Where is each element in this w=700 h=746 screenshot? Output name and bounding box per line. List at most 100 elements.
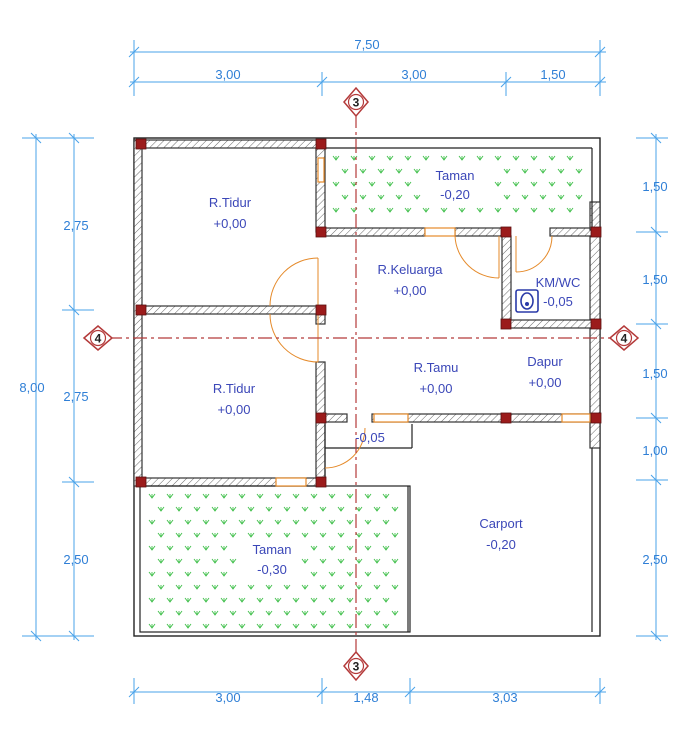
grass-symbol xyxy=(332,207,340,213)
grass-symbol xyxy=(368,181,376,187)
grass-symbol xyxy=(337,610,345,616)
room-name-kitchen: Dapur xyxy=(527,354,563,369)
grass-symbol xyxy=(148,623,156,629)
dimension-left: 8,00 2,75 2,75 2,50 xyxy=(19,132,94,642)
grass-symbol xyxy=(391,610,399,616)
grass-symbol xyxy=(310,571,318,577)
grass-symbol xyxy=(557,168,565,174)
grass-symbol xyxy=(539,168,547,174)
axis-label-left: 4 xyxy=(95,332,102,346)
grass-symbol xyxy=(386,207,394,213)
room-level-carport: -0,20 xyxy=(486,537,516,552)
grass-symbol xyxy=(530,207,538,213)
grass-symbol xyxy=(337,506,345,512)
room-name-family: R.Keluarga xyxy=(377,262,443,277)
room-level-bedroom-2: +0,00 xyxy=(218,402,251,417)
column-marker xyxy=(590,412,602,424)
grass-symbol xyxy=(247,532,255,538)
grass-symbol xyxy=(238,519,246,525)
axis-label-top: 3 xyxy=(353,96,360,110)
room-level-living: +0,00 xyxy=(420,381,453,396)
grass-symbol xyxy=(355,584,363,590)
grass-symbol xyxy=(521,194,529,200)
window-kitchen-bottom xyxy=(561,413,591,423)
grass-symbol xyxy=(292,623,300,629)
grass-symbol xyxy=(310,519,318,525)
grass-symbol xyxy=(175,558,183,564)
grass-symbol xyxy=(373,584,381,590)
grass-symbol xyxy=(220,571,228,577)
grass-symbol xyxy=(382,623,390,629)
grass-symbol xyxy=(175,532,183,538)
room-level-garden-top: -0,20 xyxy=(440,187,470,202)
grass-symbol xyxy=(283,584,291,590)
column-marker xyxy=(315,138,327,150)
grass-symbol xyxy=(404,181,412,187)
grass-symbol xyxy=(395,194,403,200)
dim-left-total: 8,00 xyxy=(19,380,44,395)
grass-symbol xyxy=(328,519,336,525)
grass-symbol xyxy=(274,519,282,525)
grass-symbol xyxy=(355,506,363,512)
grass-symbol xyxy=(373,558,381,564)
dimension-bottom: 3,00 1,48 3,03 xyxy=(128,678,606,705)
grass-symbol xyxy=(328,597,336,603)
dim-left-seg-3: 2,50 xyxy=(63,552,88,567)
wall-top-bedroom xyxy=(139,139,323,149)
grass-symbol xyxy=(377,168,385,174)
grass-symbol xyxy=(157,584,165,590)
grass-symbol xyxy=(247,506,255,512)
room-name-living: R.Tamu xyxy=(414,360,459,375)
grass-symbol xyxy=(202,493,210,499)
dim-right-seg-3: 1,50 xyxy=(642,366,667,381)
grass-symbol xyxy=(202,623,210,629)
room-name-bedroom-1: R.Tidur xyxy=(209,195,252,210)
grass-symbol xyxy=(319,506,327,512)
grass-symbol xyxy=(440,207,448,213)
windows xyxy=(275,157,591,487)
grass-symbol xyxy=(386,155,394,161)
grass-symbol xyxy=(274,597,282,603)
axis-label-bottom: 3 xyxy=(353,660,360,674)
grass-symbol xyxy=(238,623,246,629)
column-marker xyxy=(500,412,512,424)
dim-left-seg-1: 2,75 xyxy=(63,218,88,233)
grass-symbol xyxy=(310,623,318,629)
axis-marker-bottom: 3 xyxy=(343,650,369,682)
column-marker xyxy=(315,226,327,238)
grass-symbol xyxy=(364,571,372,577)
grass-symbol xyxy=(310,493,318,499)
grass-symbol xyxy=(512,155,520,161)
grass-symbol xyxy=(382,571,390,577)
grass-symbol xyxy=(265,532,273,538)
grass-symbol xyxy=(346,493,354,499)
grass-symbol xyxy=(391,558,399,564)
dim-right-seg-2: 1,50 xyxy=(642,272,667,287)
grass-symbol xyxy=(319,610,327,616)
grass-symbol xyxy=(184,493,192,499)
column-marker xyxy=(315,412,327,424)
wall-wc-left xyxy=(501,235,512,327)
door-entry xyxy=(324,427,366,469)
window-living-top xyxy=(424,227,456,237)
dim-left-seg-2: 2,75 xyxy=(63,389,88,404)
grass-symbol xyxy=(530,181,538,187)
grass-symbol xyxy=(328,545,336,551)
grass-symbol xyxy=(494,207,502,213)
window-bedroom2-bottom xyxy=(275,477,307,487)
dim-bottom-seg-1: 3,00 xyxy=(215,690,240,705)
grass-symbol xyxy=(229,610,237,616)
grass-symbol xyxy=(503,168,511,174)
grass-symbol xyxy=(404,155,412,161)
grass-symbol xyxy=(211,584,219,590)
grass-symbol xyxy=(211,558,219,564)
grass-symbol xyxy=(229,532,237,538)
grass-symbol xyxy=(364,493,372,499)
grass-symbol xyxy=(422,207,430,213)
grass-symbol xyxy=(301,532,309,538)
axis-marker-right: 4 xyxy=(608,325,640,351)
column-marker xyxy=(135,476,147,488)
grass-symbol xyxy=(265,610,273,616)
grass-symbol xyxy=(566,181,574,187)
grass-symbol xyxy=(494,155,502,161)
